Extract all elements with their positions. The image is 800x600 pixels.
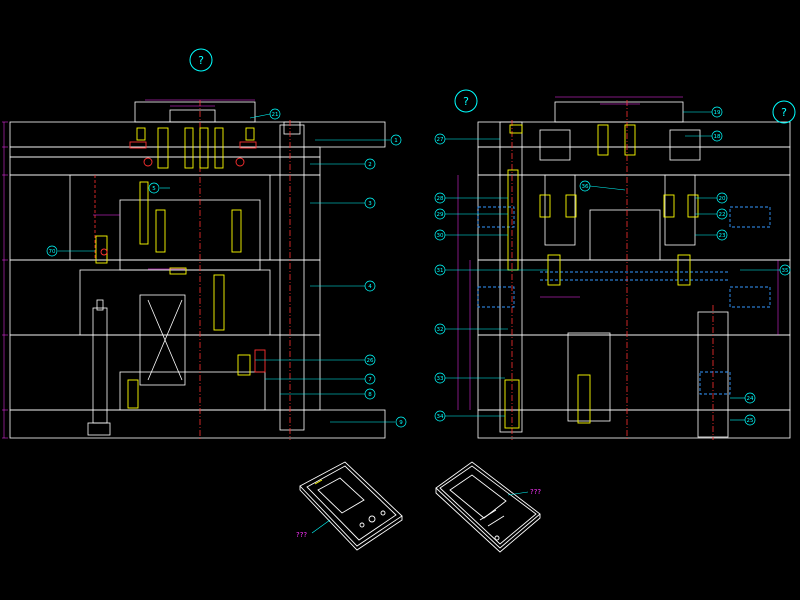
product-view-back bbox=[299, 461, 403, 551]
svg-text:32: 32 bbox=[437, 327, 444, 333]
right-callout-bubbles bbox=[434, 106, 791, 426]
svg-text:34: 34 bbox=[437, 414, 444, 420]
svg-text:8: 8 bbox=[368, 392, 372, 398]
svg-text:19: 19 bbox=[714, 110, 721, 116]
right-cooling-channels bbox=[477, 206, 771, 395]
left-mold-view bbox=[9, 100, 386, 440]
svg-text:30: 30 bbox=[437, 233, 444, 239]
svg-text:???: ??? bbox=[296, 531, 307, 539]
svg-text:27: 27 bbox=[437, 137, 444, 143]
svg-text:9: 9 bbox=[399, 420, 403, 426]
left-ejector-pins bbox=[95, 127, 255, 409]
svg-text:???: ??? bbox=[530, 488, 541, 496]
svg-text:22: 22 bbox=[719, 212, 726, 218]
svg-text:31: 31 bbox=[437, 268, 444, 274]
right-callout-leaders bbox=[445, 111, 780, 421]
left-callout-bubbles bbox=[46, 108, 407, 428]
svg-text:25: 25 bbox=[747, 418, 754, 424]
svg-text:?: ? bbox=[781, 106, 787, 119]
svg-text:?: ? bbox=[198, 54, 204, 67]
svg-text:?: ? bbox=[463, 95, 469, 108]
svg-text:7: 7 bbox=[368, 377, 372, 383]
svg-text:23: 23 bbox=[719, 233, 726, 239]
left-section-mark: ? bbox=[189, 48, 213, 72]
right-section-mark-2: ? bbox=[772, 100, 796, 124]
svg-text:26: 26 bbox=[367, 358, 374, 364]
svg-text:20: 20 bbox=[719, 196, 726, 202]
svg-text:1: 1 bbox=[394, 138, 398, 144]
svg-text:35: 35 bbox=[782, 268, 789, 274]
right-callout-labels: 19 18 20 22 23 24 25 27 28 29 30 31 32 3… bbox=[437, 110, 789, 424]
svg-text:2: 2 bbox=[368, 162, 372, 168]
left-red-markers bbox=[100, 141, 266, 373]
left-callout-labels: 1 2 3 4 26 7 8 9 21 5 70 bbox=[49, 112, 404, 426]
left-dimensions bbox=[2, 99, 255, 439]
svg-text:29: 29 bbox=[437, 212, 444, 218]
right-dimensions bbox=[457, 96, 779, 410]
svg-text:24: 24 bbox=[747, 396, 754, 402]
svg-text:28: 28 bbox=[437, 196, 444, 202]
product-leaders bbox=[311, 491, 529, 534]
product-view-front bbox=[435, 461, 541, 553]
svg-text:33: 33 bbox=[437, 376, 444, 382]
right-mold-view bbox=[477, 100, 791, 440]
right-ejector-parts bbox=[504, 124, 699, 429]
svg-text:70: 70 bbox=[49, 249, 56, 255]
svg-text:5: 5 bbox=[152, 186, 156, 192]
left-callouts bbox=[58, 113, 395, 423]
svg-text:36: 36 bbox=[582, 184, 589, 190]
svg-text:4: 4 bbox=[368, 284, 372, 290]
svg-text:18: 18 bbox=[714, 134, 721, 140]
svg-text:21: 21 bbox=[272, 112, 279, 118]
right-section-mark-1: ? bbox=[454, 89, 478, 113]
svg-text:3: 3 bbox=[368, 201, 372, 207]
product-labels: ??? ??? bbox=[296, 488, 541, 539]
